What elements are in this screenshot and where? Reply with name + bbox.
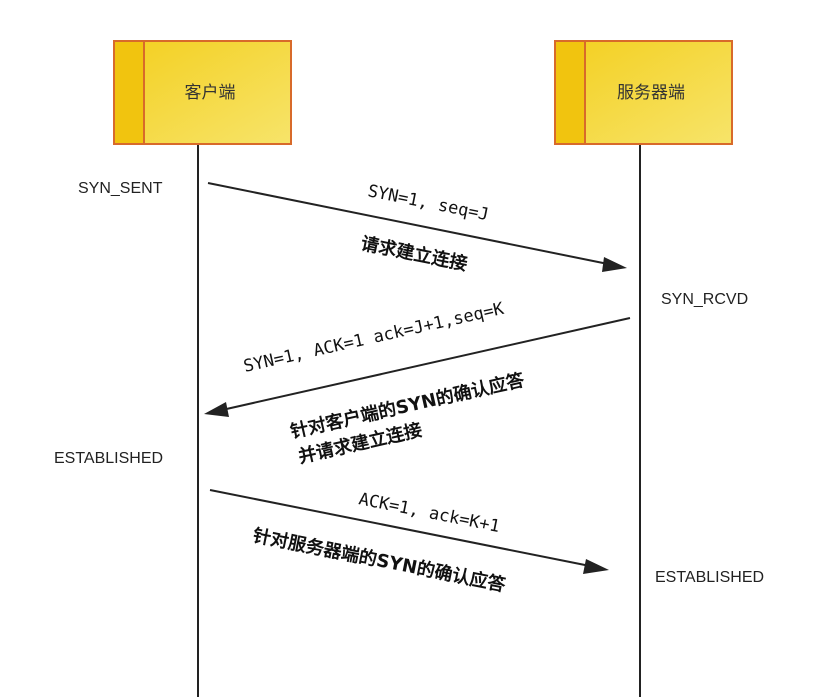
syn-arrow-desc: 请求建立连接 [359,232,469,275]
syn-arrow: SYN=1, seq=J 请求建立连接 [207,181,627,275]
client-box: 客户端 [113,40,292,145]
state-established-client: ESTABLISHED [54,450,163,467]
state-syn-sent: SYN_SENT [78,180,163,197]
ack-arrow: ACK=1, ack=K+1 针对服务器端的SYN的确认应答 [209,489,609,596]
syn-ack-arrow: SYN=1, ACK=1 ack=J+1,seq=K 针对客户端的SYN的确认应… [204,299,631,468]
state-established-server: ESTABLISHED [655,569,764,586]
server-box: 服务器端 [554,40,733,145]
server-label: 服务器端 [617,83,685,103]
syn-ack-arrow-params: SYN=1, ACK=1 ack=J+1,seq=K [242,299,507,377]
ack-arrow-desc: 针对服务器端的SYN的确认应答 [251,524,508,596]
client-label: 客户端 [185,83,236,103]
ack-arrow-params: ACK=1, ack=K+1 [357,489,501,537]
state-syn-rcvd: SYN_RCVD [661,291,748,308]
